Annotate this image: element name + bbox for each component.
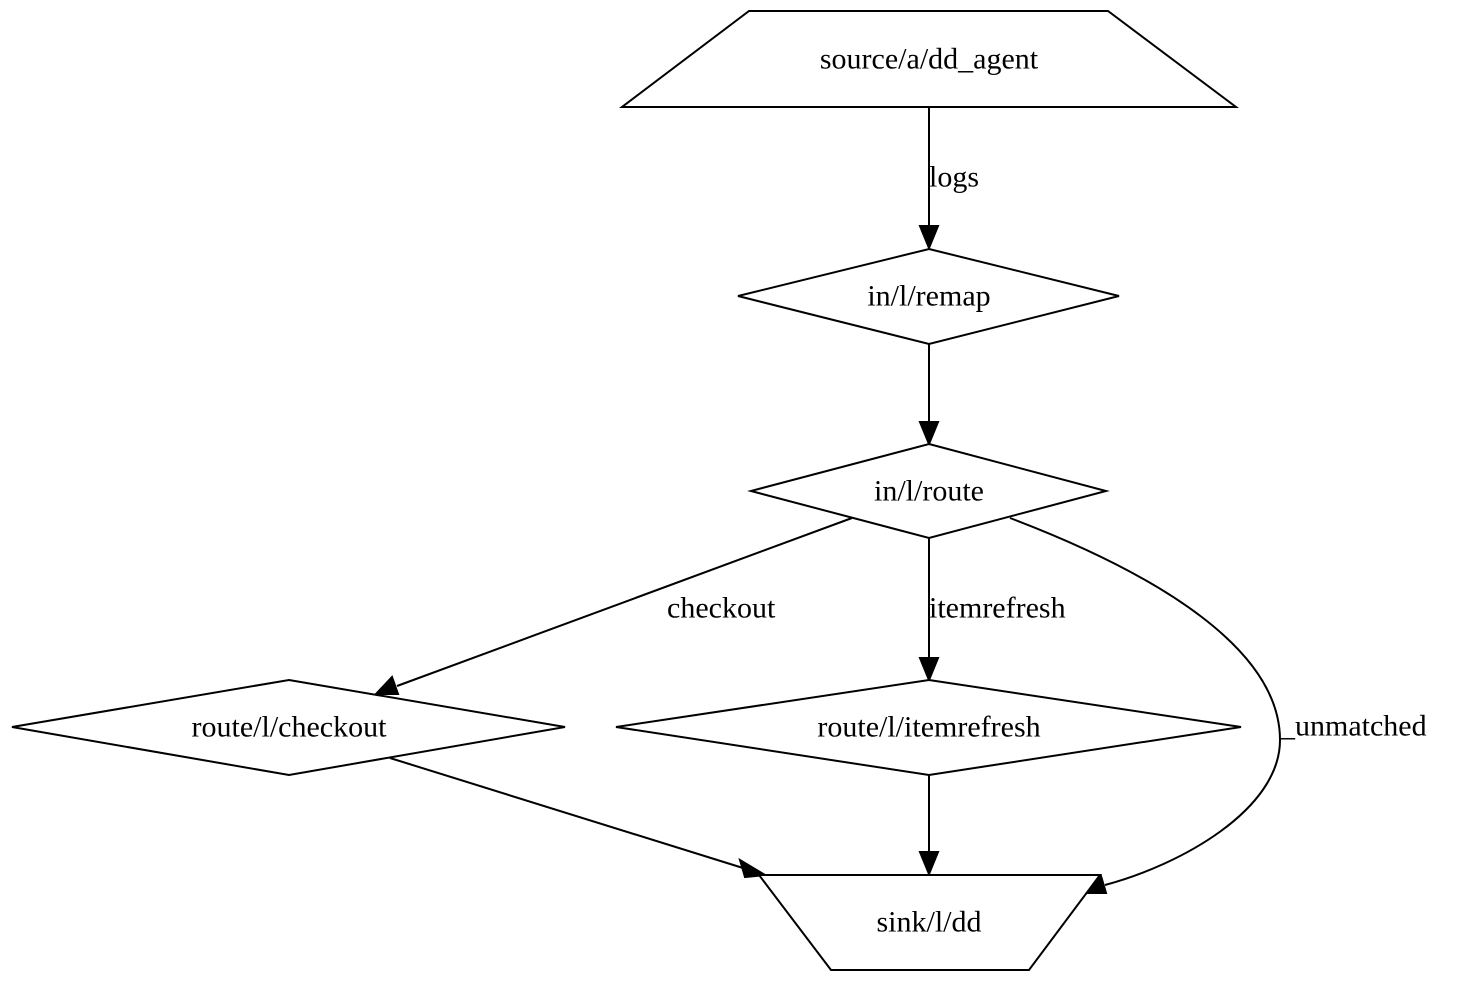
edge-remap-to-route bbox=[918, 344, 940, 447]
node-label-remap: in/l/remap bbox=[867, 280, 990, 313]
node-label-itemrefresh: route/l/itemrefresh bbox=[817, 711, 1040, 744]
edge-checkout-to-sink bbox=[389, 757, 769, 879]
edge-label-logs: logs bbox=[929, 161, 979, 194]
node-label-sink: sink/l/dd bbox=[876, 906, 981, 939]
edge-route-to-checkout: checkout bbox=[373, 517, 853, 695]
edge-label-itemrefresh: itemrefresh bbox=[929, 592, 1066, 625]
node-route-checkout: route/l/checkout bbox=[11, 678, 566, 777]
edge-source-to-remap: logs bbox=[918, 107, 979, 251]
edge-label-unmatched: _unmatched bbox=[1279, 710, 1427, 743]
edge-route-to-itemrefresh: itemrefresh bbox=[918, 538, 1066, 683]
edge-route-to-sink-unmatched: _unmatched bbox=[1009, 517, 1427, 894]
edge-itemrefresh-to-sink bbox=[918, 775, 940, 877]
edge-label-checkout: checkout bbox=[667, 592, 776, 625]
node-sink-dd: sink/l/dd bbox=[756, 874, 1102, 971]
node-route-itemrefresh: route/l/itemrefresh bbox=[615, 678, 1242, 777]
node-in-remap: in/l/remap bbox=[737, 247, 1120, 346]
node-source-dd-agent: source/a/dd_agent bbox=[619, 10, 1239, 108]
node-label-checkout: route/l/checkout bbox=[192, 711, 388, 744]
node-label-source: source/a/dd_agent bbox=[820, 43, 1039, 76]
node-label-route: in/l/route bbox=[874, 475, 984, 508]
node-in-route: in/l/route bbox=[747, 442, 1110, 540]
